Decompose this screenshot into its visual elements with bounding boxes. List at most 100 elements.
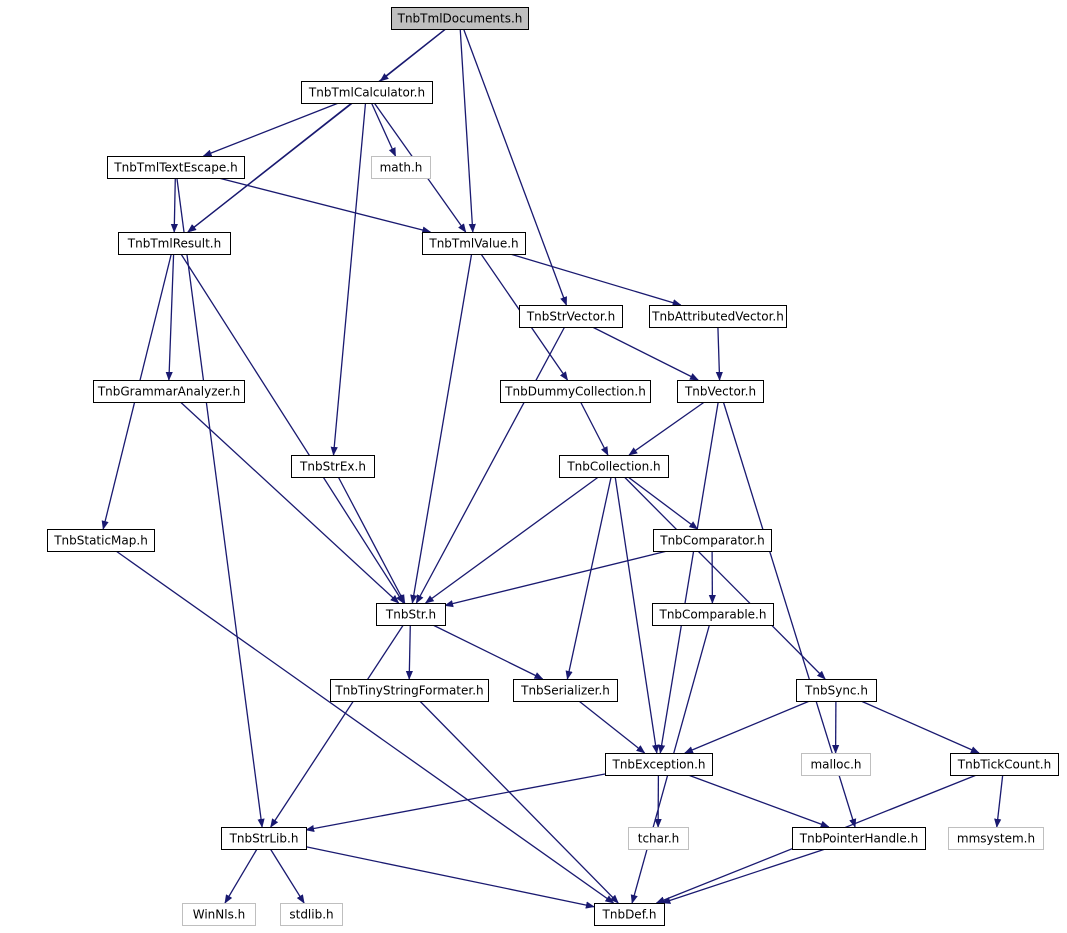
node-box <box>653 529 772 552</box>
node-TnbTinyStringFormater[interactable]: TnbTinyStringFormater.h <box>330 679 489 702</box>
edge-TnbSync-to-TnbTickCount <box>860 700 980 754</box>
node-box <box>221 827 307 850</box>
edge-TnbTmlCalculator-to-TnbTmlResult <box>187 102 353 233</box>
node-label: TnbStaticMap.h <box>53 534 148 548</box>
edge-TnbVector-to-TnbException <box>658 401 719 754</box>
edge-TnbTinyStringFormater-to-TnbDef <box>419 700 619 904</box>
node-label: TnbVector.h <box>684 385 756 399</box>
node-TnbStr[interactable]: TnbStr.h <box>376 603 446 626</box>
node-TnbSerializer[interactable]: TnbSerializer.h <box>513 679 618 702</box>
node-TnbSync[interactable]: TnbSync.h <box>796 679 877 702</box>
edge-TnbCollection-to-TnbComparator <box>627 476 699 530</box>
node-box <box>605 753 713 776</box>
node-label: malloc.h <box>810 758 861 772</box>
edge-TnbTmlTextEscape-to-TnbStrLib <box>176 177 265 828</box>
node-label: tchar.h <box>638 832 680 846</box>
node-label: TnbTmlDocuments.h <box>397 12 523 26</box>
node-TnbStrLib[interactable]: TnbStrLib.h <box>221 827 307 850</box>
node-label: TnbStrVector.h <box>526 310 615 324</box>
edge-TnbStrVector-to-TnbVector <box>592 326 699 381</box>
node-box <box>371 156 431 179</box>
node-TnbStaticMap[interactable]: TnbStaticMap.h <box>47 529 155 552</box>
node-label: stdlib.h <box>289 908 333 922</box>
node-TnbTmlCalculator[interactable]: TnbTmlCalculator.h <box>301 81 433 104</box>
node-label: TnbStrEx.h <box>299 460 366 474</box>
node-box <box>330 679 489 702</box>
node-TnbAttributedVector[interactable]: TnbAttributedVector.h <box>649 305 787 328</box>
node-TnbTmlResult[interactable]: TnbTmlResult.h <box>118 232 231 255</box>
edge-TnbDummyCollection-to-TnbCollection <box>580 401 609 456</box>
node-box <box>948 827 1044 850</box>
edge-TnbGrammarAnalyzer-to-TnbStr <box>179 401 400 604</box>
node-box <box>500 380 651 403</box>
node-TnbDummyCollection[interactable]: TnbDummyCollection.h <box>500 380 651 403</box>
node-TnbComparable[interactable]: TnbComparable.h <box>652 603 774 626</box>
node-label: TnbComparator.h <box>659 534 765 548</box>
edge-TnbPointerHandle-to-TnbDef <box>661 848 826 904</box>
edge-TnbCollection-to-TnbException <box>614 476 660 754</box>
edge-TnbSerializer-to-TnbException <box>578 700 646 754</box>
edge-TnbStrLib-to-TnbDef <box>305 846 595 909</box>
node-TnbComparator[interactable]: TnbComparator.h <box>653 529 772 552</box>
node-TnbTickCount[interactable]: TnbTickCount.h <box>950 753 1059 776</box>
edge-TnbTmlDocuments-to-TnbStrVector <box>462 28 568 306</box>
edge-TnbTickCount-to-mmsystem <box>994 774 1004 828</box>
node-label: TnbSerializer.h <box>520 684 610 698</box>
node-box <box>513 679 618 702</box>
node-box <box>652 603 774 626</box>
node-label: TnbComparable.h <box>659 608 767 622</box>
edge-TnbStaticMap-to-TnbDef <box>115 550 615 904</box>
edge-TnbException-to-TnbStrLib <box>305 773 606 833</box>
node-label: TnbTmlCalculator.h <box>308 86 425 100</box>
node-stdlib: stdlib.h <box>280 903 343 926</box>
node-tchar: tchar.h <box>628 827 689 850</box>
edge-TnbStrEx-to-TnbStr <box>337 476 406 604</box>
edge-TnbTmlResult-to-TnbStr <box>180 253 405 604</box>
node-TnbStrVector[interactable]: TnbStrVector.h <box>519 305 623 328</box>
node-label: TnbStrLib.h <box>229 832 299 846</box>
node-box <box>649 305 787 328</box>
edge-TnbTmlCalculator-to-math <box>370 102 397 157</box>
node-box <box>801 753 871 776</box>
node-TnbPointerHandle[interactable]: TnbPointerHandle.h <box>792 827 926 850</box>
edge-TnbStrVector-to-TnbStr <box>415 326 566 604</box>
node-label: TnbAttributedVector.h <box>651 310 784 324</box>
node-box <box>559 455 669 478</box>
node-label: TnbDummyCollection.h <box>504 385 646 399</box>
node-TnbStrEx[interactable]: TnbStrEx.h <box>291 455 375 478</box>
edge-TnbStr-to-TnbStrLib <box>270 624 404 828</box>
edge-TnbCollection-to-TnbSerializer <box>565 476 612 680</box>
node-TnbTmlDocuments: TnbTmlDocuments.h <box>391 7 529 30</box>
node-box <box>93 380 245 403</box>
edge-TnbCollection-to-TnbStr <box>424 476 599 604</box>
node-box <box>280 903 343 926</box>
node-box <box>182 903 256 926</box>
edge-TnbCollection-to-TnbSync <box>623 476 826 680</box>
node-box <box>422 232 526 255</box>
node-label: TnbException.h <box>611 758 705 772</box>
node-label: TnbTmlValue.h <box>428 237 518 251</box>
edge-TnbTmlResult-to-TnbGrammarAnalyzer <box>165 253 175 381</box>
nodes-layer: TnbTmlDocuments.hTnbTmlCalculator.hTnbTm… <box>47 7 1059 926</box>
node-label: TnbTmlTextEscape.h <box>113 161 237 175</box>
node-label: TnbPointerHandle.h <box>799 832 918 846</box>
node-box <box>107 156 245 179</box>
node-label: TnbTickCount.h <box>957 758 1051 772</box>
node-TnbGrammarAnalyzer[interactable]: TnbGrammarAnalyzer.h <box>93 380 245 403</box>
node-math: math.h <box>371 156 431 179</box>
edge-TnbAttributedVector-to-TnbVector <box>715 326 723 381</box>
node-TnbCollection[interactable]: TnbCollection.h <box>559 455 669 478</box>
node-label: TnbTinyStringFormater.h <box>334 684 483 698</box>
edge-TnbComparator-to-TnbStr <box>444 550 668 608</box>
edge-TnbTmlCalculator-to-TnbStrEx <box>330 102 367 456</box>
edge-TnbStr-to-TnbSerializer <box>432 624 544 680</box>
node-box <box>677 380 764 403</box>
node-TnbDef[interactable]: TnbDef.h <box>594 903 665 926</box>
node-TnbTmlTextEscape[interactable]: TnbTmlTextEscape.h <box>107 156 245 179</box>
edge-TnbSync-to-TnbException <box>684 700 810 754</box>
node-TnbTmlValue[interactable]: TnbTmlValue.h <box>422 232 526 255</box>
node-TnbVector[interactable]: TnbVector.h <box>677 380 764 403</box>
node-box <box>519 305 623 328</box>
node-label: WinNls.h <box>193 908 246 922</box>
node-TnbException[interactable]: TnbException.h <box>605 753 713 776</box>
